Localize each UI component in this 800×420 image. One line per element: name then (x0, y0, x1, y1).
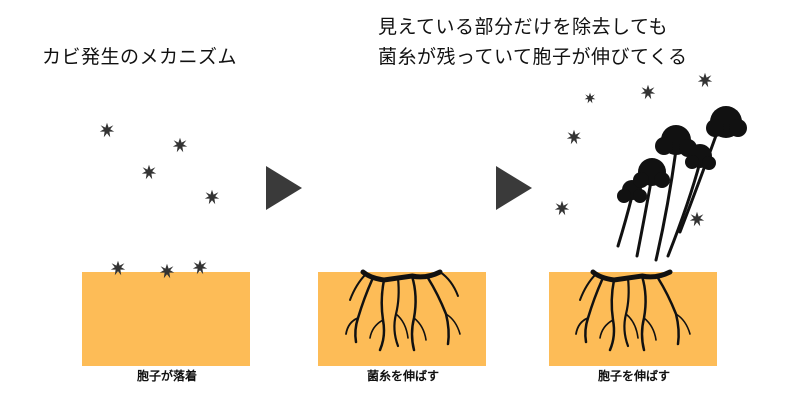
spore-icon (172, 137, 188, 153)
arrow-right-icon (496, 166, 532, 210)
substrate-panel-2 (318, 272, 486, 366)
spore-icon (141, 164, 157, 180)
spore-icon (566, 129, 582, 145)
hyphae-panel-2 (345, 269, 461, 352)
spore-icon (584, 92, 596, 104)
caption-spores-extend: 胞子を伸ばす (597, 369, 670, 383)
spore-icon (689, 211, 705, 227)
sporangia-panel-3 (617, 106, 747, 203)
airborne-spores-panel-1 (99, 122, 220, 205)
spore-icon (697, 72, 713, 88)
diagram-title: カビ発生のメカニズム (42, 46, 238, 68)
substrate-panel-3 (549, 272, 717, 366)
spore-icon (204, 189, 220, 205)
spore-icon (554, 200, 570, 216)
explanation-line-1: 見えている部分だけを除去しても (378, 16, 669, 38)
hyphae-panel-3 (575, 269, 691, 352)
explanation-line-2: 菌糸が残っていて胞子が伸びてくる (378, 46, 688, 68)
caption-hyphae-extend: 菌糸を伸ばす (366, 369, 439, 383)
spore-icon (640, 84, 656, 100)
spore-icon (99, 122, 115, 138)
substrate-panel-1 (82, 272, 250, 366)
sporangiophores-panel-3 (616, 128, 720, 262)
arrow-right-icon (266, 166, 302, 210)
caption-spore-lands: 胞子が落着 (136, 369, 197, 383)
